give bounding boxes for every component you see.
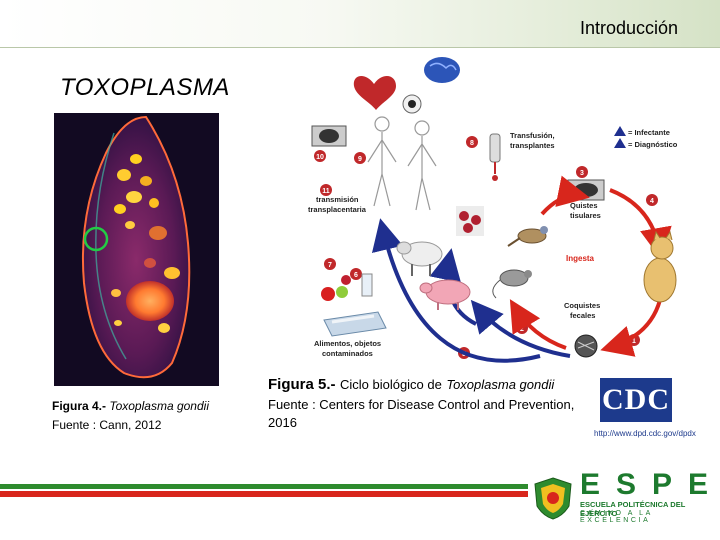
figure5-source: Fuente : Centers for Disease Control and…	[268, 397, 575, 430]
step-7: 7	[328, 262, 332, 269]
cat-icon	[643, 230, 677, 303]
espe-line2: CAMINO A LA EXCELENCIA	[580, 510, 653, 524]
figure4-source: Fuente : Cann, 2012	[52, 418, 162, 432]
legend-infective: = Infectante	[628, 128, 670, 137]
header-rule	[0, 47, 720, 48]
fruit-icon	[321, 275, 351, 301]
figure4-text: Toxoplasma gondii	[109, 399, 209, 413]
header-title: Introducción	[579, 18, 678, 38]
bird-icon	[507, 226, 548, 247]
litter-box-icon	[323, 311, 387, 337]
figure5-caption: Figura 5.- Ciclo biológico de Toxoplasma…	[268, 376, 603, 432]
legend-diagnostic: = Diagnóstico	[628, 140, 678, 149]
figure5-text-pre: Ciclo biológico de	[339, 377, 442, 392]
cdc-logo: CDC	[600, 378, 672, 422]
label-food-2: contaminados	[322, 349, 373, 358]
label-transfusion: Transfusión,	[510, 131, 555, 140]
label-cysts-1: Quistes	[570, 201, 598, 210]
figure5-text-species: Toxoplasma gondii	[446, 377, 555, 392]
brain-icon	[424, 57, 460, 83]
footer-stripe-red	[0, 491, 528, 497]
toxoplasma-micrograph	[54, 113, 219, 386]
footer-stripe-green	[0, 484, 528, 489]
figure5-label: Figura 5.-	[268, 376, 336, 393]
pig-icon	[419, 279, 471, 310]
sheep-icon	[396, 241, 443, 276]
step-10: 10	[316, 154, 324, 161]
label-oocysts-1: Coquistes	[564, 301, 600, 310]
label-cysts-2: tisulares	[570, 211, 601, 220]
tissue-cyst-icon-1	[311, 125, 347, 147]
heart-icon	[353, 75, 396, 110]
label-transplacental: transplacentaria	[308, 205, 367, 214]
blood-tube-icon	[489, 133, 501, 181]
cdc-url: http://www.dpd.cdc.gov/dpdx	[594, 429, 696, 438]
step-8: 8	[470, 140, 474, 147]
step-3: 3	[580, 170, 584, 177]
espe-seal-icon	[534, 477, 572, 520]
step-9: 9	[358, 156, 362, 163]
label-transmission: transmisión	[316, 195, 359, 204]
highlight-circle	[83, 226, 109, 252]
blue-arrow-oocyst	[470, 299, 571, 358]
label-oocysts-2: fecales	[570, 311, 595, 320]
footer-stripes	[0, 484, 528, 498]
espe-line1: ESCUELA POLITÉCNICA DEL EJÉRCITO	[580, 500, 686, 518]
step-6: 6	[354, 272, 358, 279]
cycle-arrow-4	[509, 299, 567, 350]
micrograph-image	[54, 113, 219, 386]
step-11: 11	[322, 188, 330, 195]
label-food-1: Alimentos, objetos	[314, 339, 381, 348]
blood-cells-icon	[456, 206, 484, 236]
label-transplants: transplantes	[510, 141, 555, 150]
figure4-label: Figura 4.-	[52, 399, 107, 413]
life-cycle-svg: 10 9 11 8 3 4 1 2 5 7 6 Transfusión, tra…	[308, 57, 678, 363]
human-figures-icon	[367, 116, 437, 211]
espe-brand: ESPE	[580, 468, 720, 501]
step-2: 2	[520, 326, 524, 333]
legend: = Infectante = Diagnóstico	[614, 126, 678, 149]
label-ingestion: Ingesta	[566, 254, 595, 263]
figure4-caption: Figura 4.- Toxoplasma gondii Fuente : Ca…	[52, 397, 209, 435]
glass-icon	[361, 273, 373, 297]
life-cycle-diagram: 10 9 11 8 3 4 1 2 5 7 6 Transfusión, tra…	[300, 56, 690, 374]
slide-title: TOXOPLASMA	[60, 74, 230, 101]
header-bar: Introducción	[0, 0, 720, 48]
cycle-arrow-3	[600, 299, 662, 357]
cycle-arrow-1	[540, 175, 590, 216]
oocyst-icon	[574, 334, 598, 358]
eye-icon	[402, 94, 422, 114]
step-4: 4	[650, 198, 654, 205]
mouse-icon	[492, 269, 532, 299]
blue-arrow-food	[371, 218, 541, 363]
